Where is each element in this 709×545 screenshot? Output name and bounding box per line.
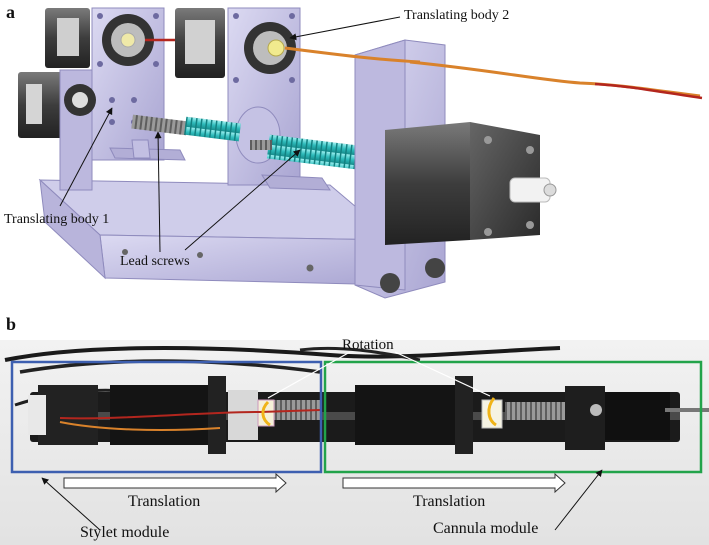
stylet-module-box <box>10 360 323 474</box>
motor-back-bottom-left <box>18 72 66 138</box>
cannula-module-box <box>323 360 703 474</box>
label-rotation: Rotation <box>342 337 394 353</box>
label-translating-body-2: Translating body 2 <box>404 8 510 23</box>
photo-panel <box>0 340 709 545</box>
label-translating-body-1: Translating body 1 <box>4 212 110 227</box>
label-translation-left: Translation <box>128 493 201 510</box>
callout-translating-body-2 <box>289 16 401 41</box>
motor-front <box>385 122 557 245</box>
callout-cannula-module <box>554 469 603 531</box>
callout-stylet-module <box>41 477 101 531</box>
motor-back-top-right <box>175 8 225 78</box>
panel-b-letter: b <box>6 314 17 334</box>
lead-screw-front <box>250 134 360 170</box>
translation-arrow-left <box>63 472 287 494</box>
motor-back-top-left <box>45 8 90 68</box>
lead-screw-back <box>131 114 241 142</box>
label-lead-screws: Lead screws <box>120 254 190 269</box>
callout-lead-screw-1 <box>154 131 162 253</box>
label-cannula-module: Cannula module <box>433 520 539 537</box>
translating-body-1 <box>59 7 186 191</box>
callout-translating-body-1 <box>59 107 113 207</box>
panel-a-letter: a <box>6 2 15 22</box>
label-stylet-module: Stylet module <box>80 524 170 541</box>
rotation-callout-right <box>394 351 491 397</box>
cannula-wire <box>284 46 421 64</box>
translation-arrow-right <box>342 472 566 494</box>
label-translation-right: Translation <box>413 493 486 510</box>
base-rail <box>38 178 401 286</box>
callout-lead-screw-2 <box>184 149 301 251</box>
stylet-wire-tip <box>594 82 703 100</box>
rotation-callout-left <box>267 351 351 399</box>
